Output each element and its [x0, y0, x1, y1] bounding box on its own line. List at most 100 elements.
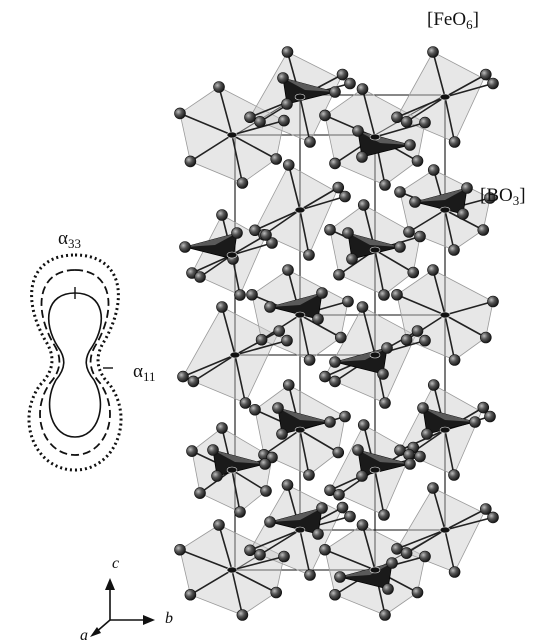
oxygen-atom [400, 333, 413, 346]
fe-o-bond [299, 96, 311, 143]
fe-o-bond [218, 86, 233, 136]
oxygen-atom [461, 182, 473, 194]
oxygen-atom [236, 177, 249, 189]
oxygen-atom [391, 288, 403, 301]
oxygen-atom [357, 419, 370, 431]
fe-o-bond [444, 73, 487, 98]
oxygen-atom [211, 470, 223, 482]
oxygen-atom [194, 271, 206, 283]
fe-o-bond [444, 96, 456, 143]
oxygen-atom [234, 506, 246, 518]
iron-centers-layer [226, 93, 451, 574]
oxygen-atom [334, 571, 346, 583]
oxygen-atom [324, 223, 336, 236]
fe-center-atom [226, 566, 238, 574]
bo3-triangle-facet [270, 508, 322, 522]
oxygen-atom [407, 266, 420, 279]
oxygen-atom [304, 136, 316, 148]
oxygen-atoms-layer [174, 46, 499, 621]
fe-o-bond [189, 134, 233, 163]
fe-o-bond [444, 209, 484, 231]
bo3-triangle-facet [185, 233, 237, 247]
oxygen-atom [329, 375, 341, 388]
bo3-triangle-facet [283, 78, 335, 92]
fe-o-bond [299, 209, 310, 256]
oxygen-atom [174, 543, 186, 556]
oxygen-atom [281, 98, 293, 110]
oxygen-atom [356, 151, 368, 163]
fe-o-bond [361, 88, 376, 138]
fe-o-bond [361, 524, 376, 571]
oxygen-atom [303, 469, 315, 481]
oxygen-atom [427, 264, 439, 276]
oxygen-atom [174, 107, 186, 120]
fe-center-atom [439, 93, 451, 101]
oxygen-atom [336, 501, 349, 514]
oxygen-atom [356, 470, 368, 482]
fe-center-atom [294, 426, 306, 434]
oxygen-atom [344, 510, 356, 523]
fe-o-bond [231, 134, 277, 160]
oxygen-atom [404, 139, 416, 151]
oxygen-atom [187, 375, 200, 388]
oxygen-atom [479, 68, 492, 81]
oxygen-atom [216, 209, 228, 221]
oxygen-atom [411, 586, 424, 599]
oxygen-atom [377, 368, 389, 380]
oxygen-atom [403, 226, 415, 238]
fe-o-bond [444, 314, 487, 339]
fe-o-bond [299, 429, 310, 476]
fe-center-atom [369, 133, 381, 141]
oxygen-atom [246, 288, 258, 301]
oxygen-atom [281, 46, 294, 58]
fe-o-bond [191, 254, 233, 274]
fe-o-bond [199, 254, 233, 278]
oxygen-atom [213, 81, 225, 93]
bo3-triangle-facet [358, 450, 410, 464]
oxygen-atom [273, 325, 286, 337]
bo3-triangle-facet [423, 408, 475, 422]
oxygen-atom [213, 519, 225, 531]
oxygen-atom [419, 116, 431, 129]
fe-o-bond [231, 469, 267, 492]
fe-o-bond [374, 249, 385, 296]
fe-center-atom [229, 351, 241, 359]
oxygen-atom [254, 548, 266, 561]
oxygen-atom [427, 482, 439, 494]
b-axis-label: b [165, 610, 173, 627]
oxygen-atom [179, 241, 191, 253]
fe-center-atom [369, 466, 381, 474]
fe-o-bond [406, 96, 446, 123]
fe-o-bond [299, 314, 342, 339]
oxygen-atom [186, 445, 198, 457]
fe-o-bond [374, 249, 414, 274]
fe-center-atom [439, 426, 451, 434]
oxygen-atom [282, 264, 294, 276]
oxygen-atom [342, 227, 354, 239]
fe-o-bond [396, 96, 446, 118]
fe-o-bond [231, 134, 244, 184]
fe-center-atom [439, 526, 451, 534]
oxygen-atom [342, 295, 354, 308]
oxygen-atom [394, 241, 406, 253]
bo3-triangle-facet [270, 293, 322, 307]
oxygen-atom [281, 479, 294, 491]
fe-o-bond [287, 164, 301, 211]
fe-o-bond [324, 549, 376, 571]
oxygen-atom [216, 301, 228, 313]
oxygen-atom [417, 402, 429, 414]
fe-o-bond [234, 339, 288, 356]
oxygen-atom [379, 609, 391, 621]
oxygen-atom [487, 77, 499, 90]
fe-o-bond [192, 354, 236, 383]
fe-center-atom [294, 311, 306, 319]
fe-o-bond [432, 487, 446, 531]
oxygen-atom [264, 301, 276, 313]
alpha33-dotted-curve [27, 253, 123, 472]
b-axis-arrowhead [143, 615, 155, 625]
oxygen-atom [249, 403, 261, 416]
fe-o-bond [396, 529, 446, 550]
oxygen-atom [339, 410, 351, 423]
oxygen-atom [216, 422, 228, 434]
